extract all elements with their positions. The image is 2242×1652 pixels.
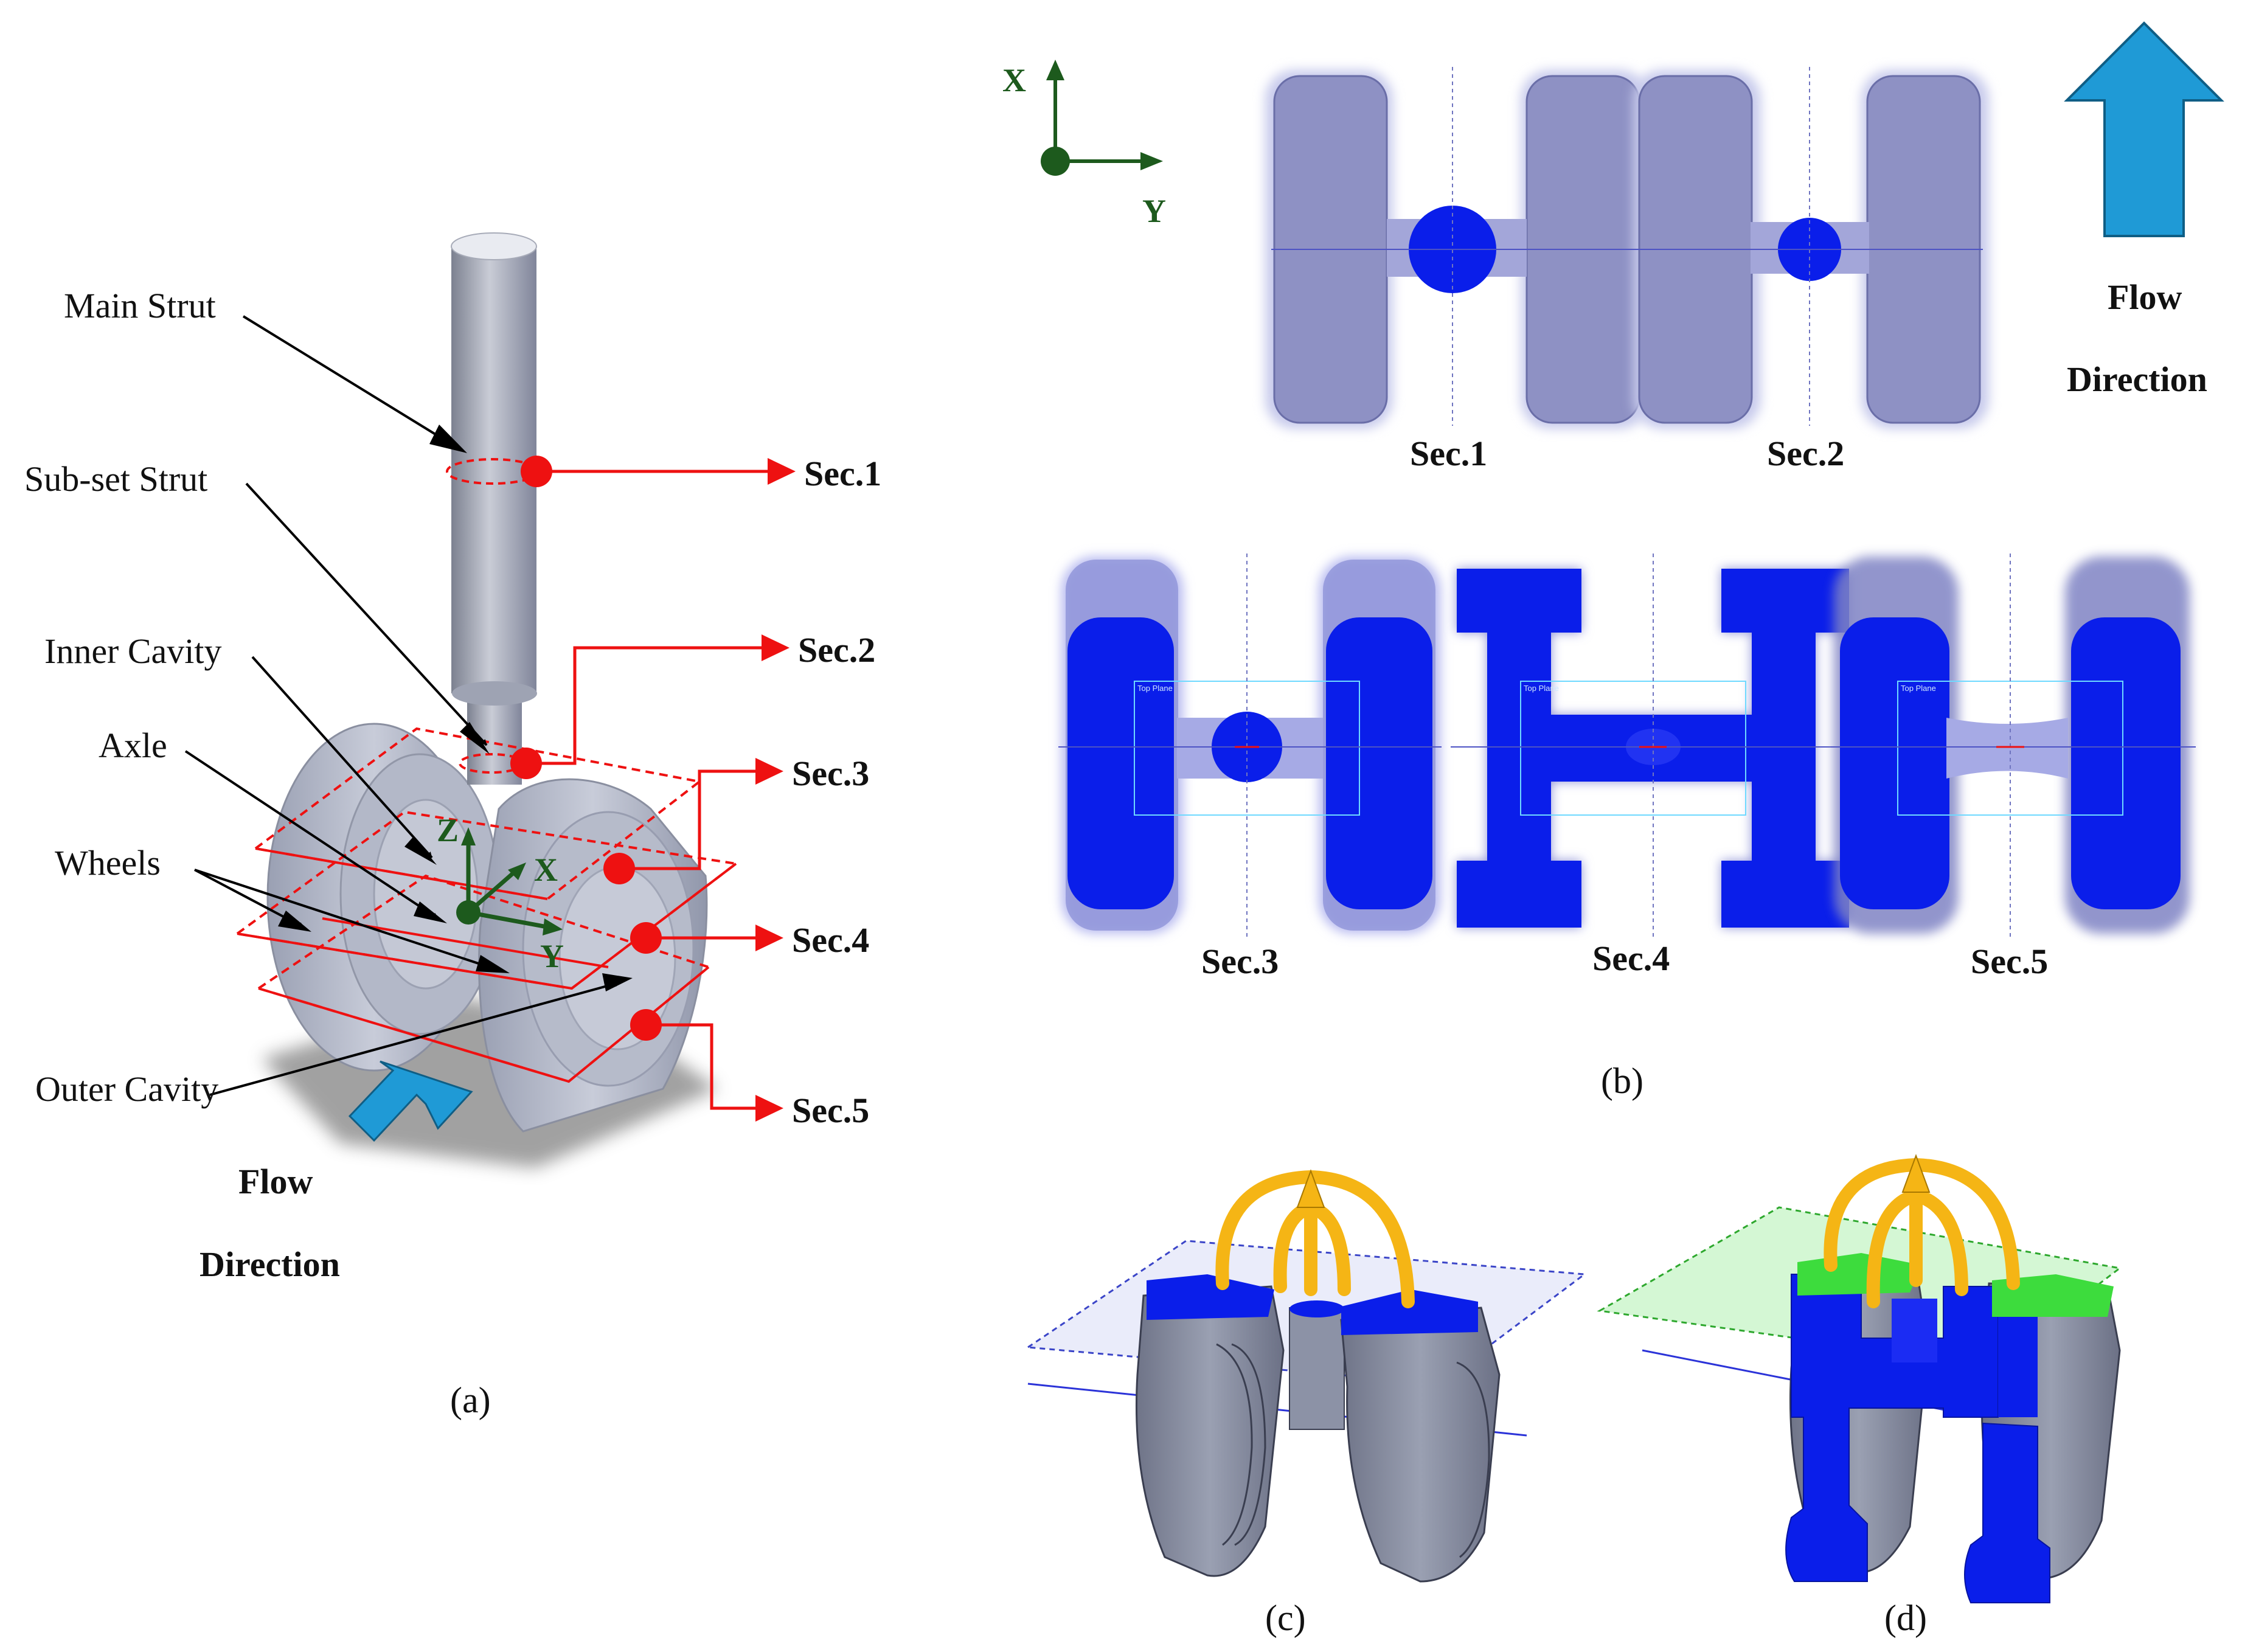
top-view-sec2 [1271, 67, 1989, 429]
panel-d: (d) [1597, 1154, 2122, 1638]
plane-tag-sec5: Top Plane [1901, 684, 1936, 693]
sec2-label-a: Sec.2 [798, 630, 875, 670]
inner-cavity-label: Inner Cavity [44, 631, 222, 671]
flow-label-b-line1: Flow [2108, 277, 2182, 317]
axes-a: Z X Y [437, 812, 564, 974]
section-planes [234, 458, 739, 1083]
axis-z-label: Z [437, 812, 459, 849]
annotation-leader-heads [278, 425, 633, 991]
sec3-label-b: Sec.3 [1201, 942, 1279, 981]
panel-c: (c) [1025, 1169, 1588, 1638]
panel-b: X Y Sec.1 Sec.2 Flow [1002, 21, 2224, 1101]
plane-tag-sec4: Top Plane [1524, 684, 1559, 693]
sec5-label-a: Sec.5 [792, 1091, 869, 1130]
flow-arrow-b [2064, 21, 2224, 237]
origin-dot [456, 900, 481, 925]
sec1-label-b: Sec.1 [1410, 434, 1487, 473]
axis-y-label: Y [540, 938, 564, 974]
axes-b: X Y [1002, 60, 1166, 229]
sec3-leader [619, 769, 757, 870]
caption-c: (c) [1265, 1598, 1306, 1638]
caption-d: (d) [1884, 1598, 1927, 1638]
main-strut-label: Main Strut [64, 286, 216, 325]
top-view-sec5: Top Plane [1831, 554, 2196, 937]
sec5-plane-solid [258, 966, 710, 1083]
sec5-leader [646, 1023, 757, 1110]
axis-x-label: X [534, 852, 558, 888]
caption-b: (b) [1601, 1061, 1643, 1101]
outer-cavity-label: Outer Cavity [35, 1069, 218, 1109]
sec4-label-b: Sec.4 [1592, 939, 1670, 978]
wheels-label: Wheels [55, 843, 161, 883]
main-strut [451, 232, 537, 785]
axis-y-label-b: Y [1142, 193, 1166, 229]
sec2-label-b: Sec.2 [1767, 434, 1844, 473]
section-leader-heads [510, 456, 796, 1122]
sec2-leader [527, 646, 763, 765]
panel-a: Z X Y Sec.1 Sec.2 Sec.3 Sec.4 Se [24, 232, 881, 1420]
axle-label: Axle [99, 726, 167, 765]
top-view-sec4: Top Plane [1451, 554, 1855, 937]
top-view-sec3: Top Plane [1058, 554, 1442, 937]
section-leaders [527, 470, 769, 1110]
flow-label-a-line2: Direction [200, 1244, 340, 1284]
sec4-plane-solid [237, 862, 737, 990]
subset-strut-label: Sub-set Strut [24, 459, 207, 499]
flow-label-b-line2: Direction [2067, 359, 2207, 399]
flow-arrow-a [348, 1060, 473, 1142]
flow-label-a-line1: Flow [238, 1162, 313, 1201]
sec5-label-b: Sec.5 [1971, 942, 2048, 981]
sec3-plane-dashed [252, 727, 703, 901]
axis-x-label-b: X [1002, 62, 1026, 99]
sec1-label-a: Sec.1 [804, 454, 881, 493]
sec3-label-a: Sec.3 [792, 754, 869, 793]
left-wheel [266, 723, 500, 1072]
plane-tag-sec3: Top Plane [1137, 684, 1173, 693]
sec3-plane-front [255, 847, 548, 900]
caption-a: (a) [450, 1380, 491, 1420]
top-view-sec1 [1265, 67, 1648, 429]
sec4-label-a: Sec.4 [792, 920, 869, 960]
